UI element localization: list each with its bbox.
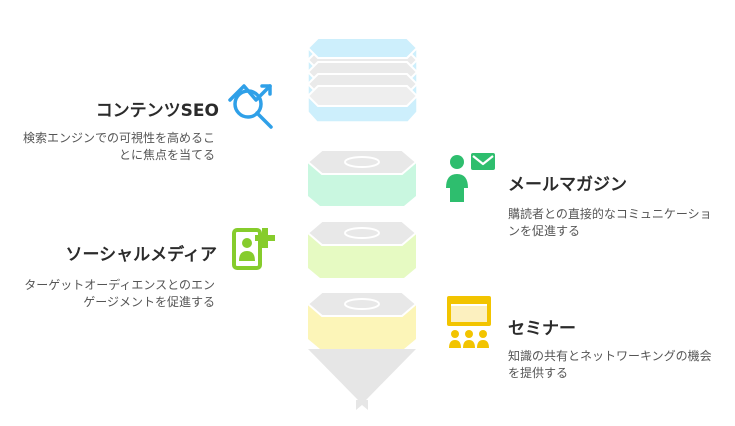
funnel-stage-2 (306, 149, 418, 206)
seo-magnifier-chart-icon (228, 84, 273, 129)
stage-2-description: 購読者との直接的なコミュニケーションを促進する (508, 207, 712, 238)
stage-2-hole (344, 156, 380, 168)
spout-tip (356, 400, 368, 410)
presentation-audience-icon (447, 296, 491, 348)
stage-1-description: 検索エンジンでの可視性を高めることに焦点を当てる (22, 131, 215, 162)
funnel-spout (308, 349, 416, 410)
stage-1-cap (306, 37, 419, 59)
stage-1-disc (306, 85, 419, 107)
stage-3-description: ターゲットオーディエンスとのエンゲージメントを促進する (24, 278, 215, 309)
person-mail-icon (446, 153, 495, 202)
stage-2-top (306, 149, 418, 175)
funnel-stage-1 (306, 37, 419, 123)
funnel-stage-4 (306, 291, 418, 349)
stage-3-hole (344, 227, 380, 239)
stage-3-top (306, 220, 418, 246)
add-contact-icon (232, 228, 275, 270)
stage-3-title: ソーシャルメディア (65, 245, 217, 265)
stage-1-title: コンテンツSEO (95, 101, 219, 121)
stage-2-title: メールマガジン (508, 175, 627, 195)
stage-4-hole (344, 298, 380, 310)
stage-4-title: セミナー (508, 319, 576, 339)
stage-4-top (306, 291, 418, 317)
funnel-stage-3 (306, 220, 418, 278)
stage-4-description: 知識の共有とネットワーキングの機会を提供する (508, 349, 712, 380)
spout-cone (308, 349, 416, 400)
